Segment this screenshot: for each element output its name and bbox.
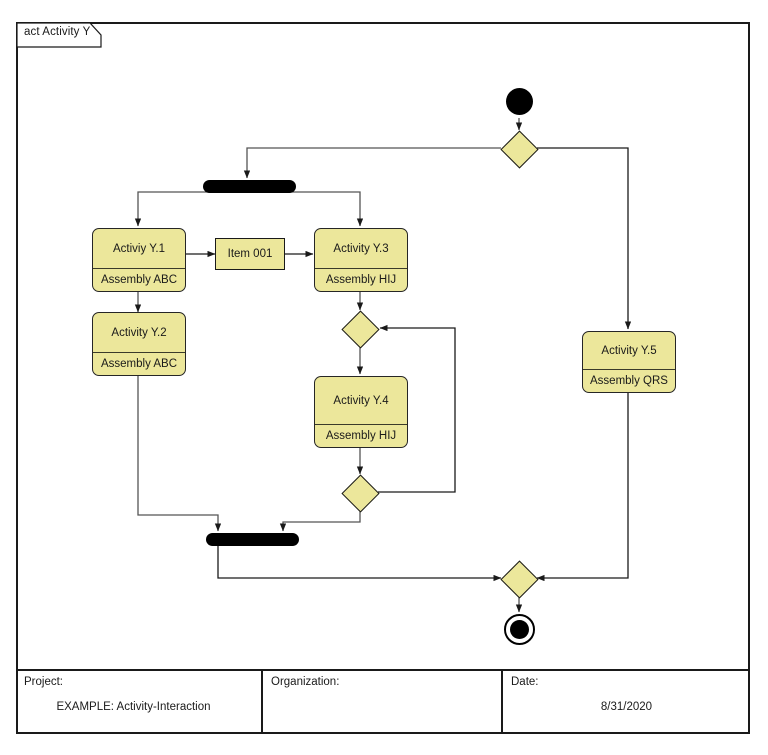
activity-y3-partition: Assembly HIJ: [325, 274, 397, 286]
fork-bar[interactable]: [203, 180, 296, 193]
decision-node-top[interactable]: [499, 129, 539, 169]
decision-node-lower[interactable]: [340, 473, 380, 513]
activity-y1-title: Activiy Y.1: [93, 229, 185, 269]
activity-y5-partition: Assembly QRS: [590, 375, 668, 387]
diagram-frame-label: act Activity Y: [16, 22, 102, 48]
activity-y5-title: Activity Y.5: [583, 332, 675, 370]
footer-project-label: Project:: [24, 676, 63, 688]
activity-node-y5[interactable]: Activity Y.5 Assembly QRS: [582, 331, 676, 393]
footer-cell-organization: Organization:: [263, 671, 503, 734]
object-node-item001[interactable]: Item 001: [215, 238, 285, 270]
merge-node-final[interactable]: [499, 559, 539, 599]
activity-node-y2[interactable]: Activity Y.2 Assembly ABC: [92, 312, 186, 376]
activity-final-node[interactable]: [504, 614, 535, 645]
activity-node-y1[interactable]: Activiy Y.1 Assembly ABC: [92, 228, 186, 292]
join-bar[interactable]: [206, 533, 299, 546]
frame-label-text: act Activity Y: [24, 26, 91, 38]
title-block-footer: Project: EXAMPLE: Activity-Interaction O…: [16, 669, 750, 734]
initial-node[interactable]: [506, 88, 533, 115]
activity-y3-title: Activity Y.3: [315, 229, 407, 269]
footer-project-value: EXAMPLE: Activity-Interaction: [56, 701, 211, 713]
activity-node-y3[interactable]: Activity Y.3 Assembly HIJ: [314, 228, 408, 292]
footer-date-value: 8/31/2020: [600, 701, 653, 713]
activity-y4-partition: Assembly HIJ: [325, 430, 397, 442]
footer-date-label: Date:: [511, 676, 539, 688]
activity-node-y4[interactable]: Activity Y.4 Assembly HIJ: [314, 376, 408, 448]
activity-y4-title: Activity Y.4: [315, 377, 407, 425]
activity-y1-partition: Assembly ABC: [100, 274, 178, 286]
activity-y2-title: Activity Y.2: [93, 313, 185, 353]
merge-node-upper[interactable]: [340, 309, 380, 349]
footer-cell-project: Project: EXAMPLE: Activity-Interaction: [16, 671, 263, 734]
footer-cell-date: Date: 8/31/2020: [503, 671, 750, 734]
activity-y2-partition: Assembly ABC: [100, 358, 178, 370]
footer-organization-label: Organization:: [271, 676, 340, 688]
